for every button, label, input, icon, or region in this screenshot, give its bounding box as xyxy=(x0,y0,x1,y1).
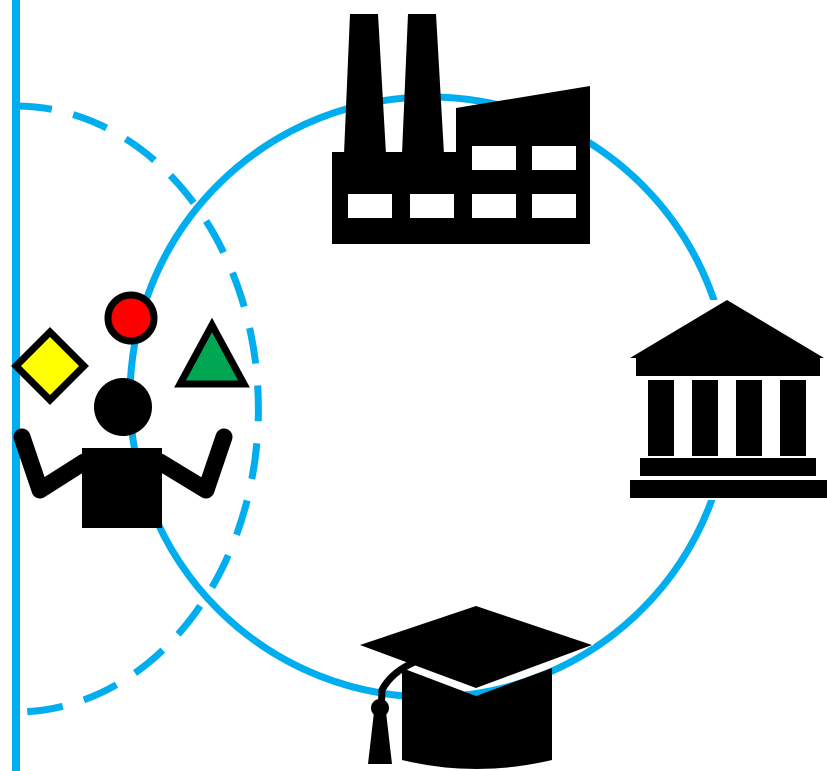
government-building-icon xyxy=(628,300,827,500)
juggler-left-arm xyxy=(13,428,93,499)
graduation-cap-icon xyxy=(360,605,594,769)
juggler-torso xyxy=(82,448,162,528)
green-triangle-shape xyxy=(174,317,250,388)
red-ball-shape xyxy=(104,291,158,345)
yellow-diamond-shape xyxy=(11,327,89,405)
factory-icon xyxy=(332,14,590,244)
juggler-head xyxy=(94,378,152,436)
juggler-icon xyxy=(11,291,250,528)
dashed-boundary-arc xyxy=(15,102,262,716)
juggler-right-arm xyxy=(151,428,233,499)
